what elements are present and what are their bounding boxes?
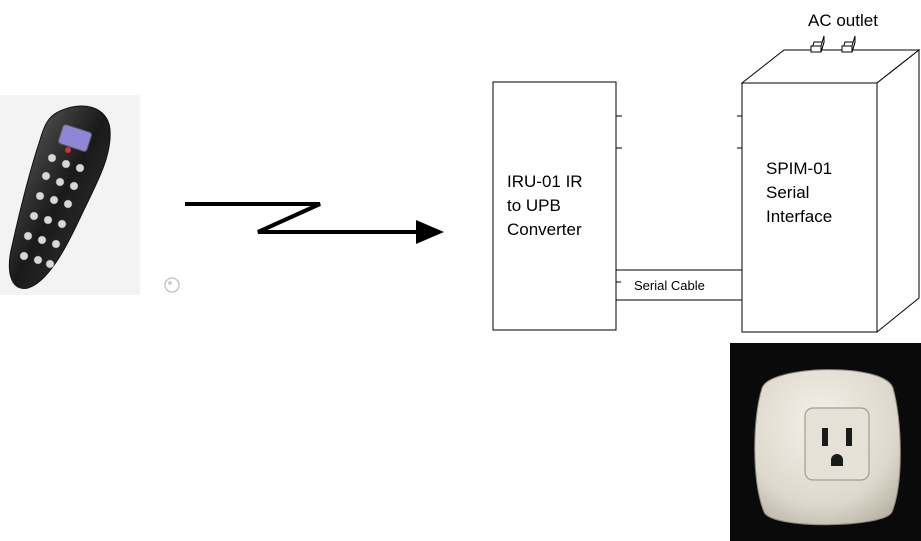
- iru-tick-marks: [616, 115, 622, 283]
- spim-label-line1: SPIM-01: [766, 159, 833, 178]
- iru-label-line1: IRU-01 IR: [507, 172, 583, 191]
- ac-outlet-prongs-icon: [810, 35, 856, 53]
- spim-interface-box: [740, 48, 921, 334]
- iru-label-line3: Converter: [507, 220, 582, 239]
- ir-signal-arrow-icon: [185, 202, 444, 244]
- spim-tick-marks: [737, 115, 742, 149]
- plug-in-module-photo-icon: [730, 343, 921, 541]
- iru-label-line2: to UPB: [507, 196, 561, 215]
- remote-control-icon: [0, 95, 140, 295]
- serial-cable-lines: [616, 269, 742, 301]
- faint-logo-icon: [164, 277, 180, 293]
- spim-label-line2: Serial: [766, 183, 810, 202]
- ac-outlet-label: AC outlet: [808, 11, 878, 30]
- spim-label-line3: Interface: [766, 207, 833, 226]
- serial-cable-label: Serial Cable: [634, 278, 705, 293]
- iru-converter-box: [492, 81, 617, 331]
